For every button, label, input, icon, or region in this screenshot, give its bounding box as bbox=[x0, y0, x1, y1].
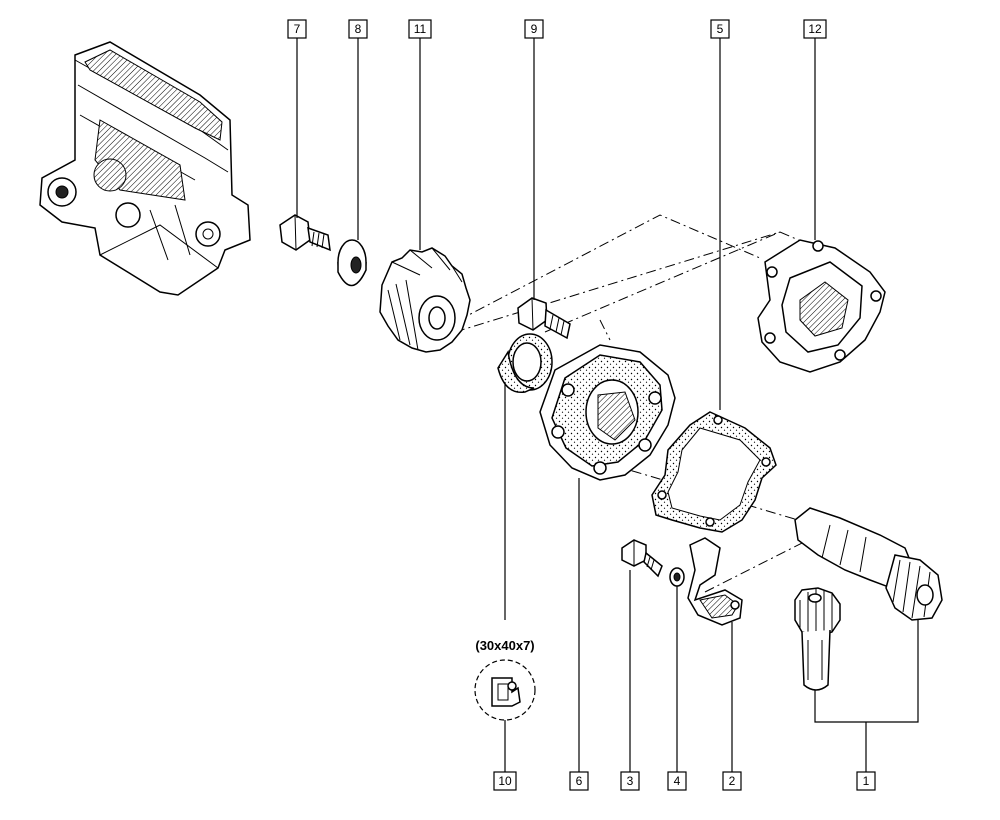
part-7-bolt bbox=[279, 214, 331, 252]
callout-2: 2 bbox=[722, 771, 742, 791]
callout-label-9: 9 bbox=[531, 22, 538, 36]
callout-label-10: 10 bbox=[498, 774, 512, 788]
part-6-pump-housing bbox=[539, 344, 676, 481]
callout-11: 11 bbox=[408, 19, 432, 39]
engine-block-illustration bbox=[39, 41, 251, 296]
part-12-cover bbox=[757, 239, 886, 373]
callout-1: 1 bbox=[856, 771, 876, 791]
callout-10: 10 bbox=[493, 771, 517, 791]
callout-8: 8 bbox=[348, 19, 368, 39]
callout-label-4: 4 bbox=[674, 774, 681, 788]
callout-label-5: 5 bbox=[717, 22, 724, 36]
callout-4: 4 bbox=[667, 771, 687, 791]
callout-12: 12 bbox=[803, 19, 827, 39]
part-9-bolt bbox=[517, 297, 571, 340]
callout-label-6: 6 bbox=[576, 774, 583, 788]
part-1-shaft-gears bbox=[794, 507, 943, 691]
callout-label-12: 12 bbox=[808, 22, 822, 36]
part-11-pulley bbox=[379, 247, 471, 353]
part-4-washer bbox=[669, 567, 685, 587]
callout-label-11: 11 bbox=[414, 22, 427, 36]
part-3-bolt bbox=[621, 539, 663, 578]
callout-label-3: 3 bbox=[627, 774, 634, 788]
part-2-bracket bbox=[687, 537, 743, 626]
part-5-gasket bbox=[651, 411, 777, 533]
part-8-washer bbox=[337, 239, 367, 287]
callout-7: 7 bbox=[287, 19, 307, 39]
seal-detail bbox=[474, 659, 536, 721]
callout-6: 6 bbox=[569, 771, 589, 791]
callout-label-7: 7 bbox=[294, 22, 301, 36]
callout-3: 3 bbox=[620, 771, 640, 791]
callout-9: 9 bbox=[524, 19, 544, 39]
callout-5: 5 bbox=[710, 19, 730, 39]
callout-label-2: 2 bbox=[729, 774, 736, 788]
callout-label-8: 8 bbox=[355, 22, 362, 36]
seal-size-label: (30x40x7) bbox=[475, 638, 534, 653]
part-10-seal-ring bbox=[497, 333, 553, 394]
callout-label-1: 1 bbox=[863, 774, 870, 788]
leader-lines bbox=[296, 38, 919, 772]
